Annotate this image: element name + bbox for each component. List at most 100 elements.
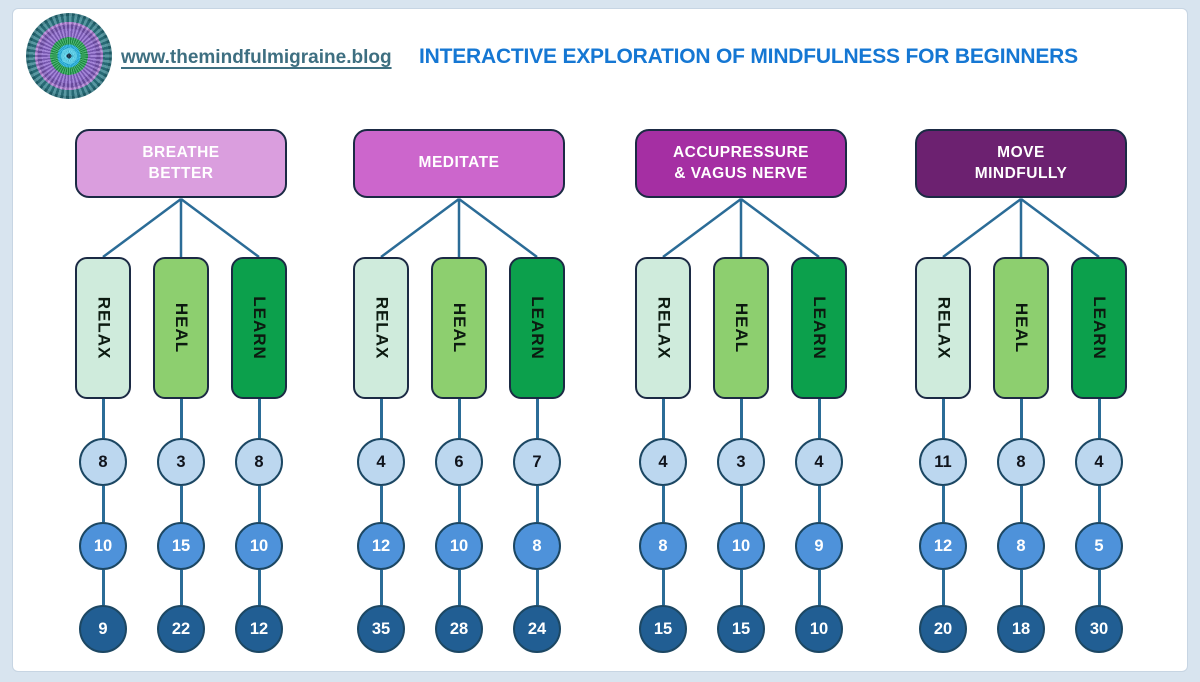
branch-box-learn[interactable]: LEARN bbox=[509, 257, 565, 399]
topic-column-breathe-better: BREATHE BETTER RELAX 8 10 9 HEAL 3 bbox=[75, 129, 287, 653]
value-circle-row1[interactable]: 8 bbox=[79, 438, 127, 486]
topic-box-meditate[interactable]: MEDITATE bbox=[353, 129, 565, 198]
value-circle-row1[interactable]: 3 bbox=[717, 438, 765, 486]
branch-box-learn[interactable]: LEARN bbox=[1071, 257, 1127, 399]
branch-label: LEARN bbox=[1090, 296, 1109, 360]
branch-heal: HEAL 3 10 15 bbox=[713, 257, 769, 653]
value-circle-row3[interactable]: 18 bbox=[997, 605, 1045, 653]
branch-label: HEAL bbox=[1012, 302, 1031, 354]
value-circle-row3[interactable]: 20 bbox=[919, 605, 967, 653]
value-circle-row1[interactable]: 3 bbox=[157, 438, 205, 486]
branch-box-learn[interactable]: LEARN bbox=[231, 257, 287, 399]
branch-box-heal[interactable]: HEAL bbox=[713, 257, 769, 399]
branches-row: RELAX 8 10 9 HEAL 3 15 22 LEARN 8 bbox=[75, 257, 287, 653]
connector-line bbox=[257, 570, 261, 605]
branch-label: HEAL bbox=[172, 302, 191, 354]
topic-title-line1: MEDITATE bbox=[418, 154, 500, 172]
branch-heal: HEAL 8 8 18 bbox=[993, 257, 1049, 653]
value-circle-row3[interactable]: 12 bbox=[235, 605, 283, 653]
connector-line bbox=[1019, 570, 1023, 605]
value-circle-row1[interactable]: 6 bbox=[435, 438, 483, 486]
value-circle-row2[interactable]: 8 bbox=[639, 522, 687, 570]
value-circle-row2[interactable]: 9 bbox=[795, 522, 843, 570]
connector-fan bbox=[380, 198, 538, 257]
value-circle-row2[interactable]: 10 bbox=[435, 522, 483, 570]
branches-row: RELAX 11 12 20 HEAL 8 8 18 LEARN 4 bbox=[915, 257, 1127, 653]
connector-line bbox=[457, 486, 461, 522]
branch-box-relax[interactable]: RELAX bbox=[75, 257, 131, 399]
value-circle-row2[interactable]: 5 bbox=[1075, 522, 1123, 570]
value-circle-row1[interactable]: 4 bbox=[1075, 438, 1123, 486]
connector-line bbox=[257, 486, 261, 522]
branch-box-relax[interactable]: RELAX bbox=[353, 257, 409, 399]
connector-fan bbox=[662, 198, 820, 257]
branch-relax: RELAX 4 12 35 bbox=[353, 257, 409, 653]
value-circle-row1[interactable]: 4 bbox=[357, 438, 405, 486]
topic-column-move-mindfully: MOVE MINDFULLY RELAX 11 12 20 HEAL 8 bbox=[915, 129, 1127, 653]
value-circle-row1[interactable]: 8 bbox=[997, 438, 1045, 486]
topic-box-accupressure[interactable]: ACCUPRESSURE & VAGUS NERVE bbox=[635, 129, 847, 198]
page-title: INTERACTIVE EXPLORATION OF MINDFULNESS F… bbox=[419, 45, 1078, 68]
connector-line bbox=[817, 570, 821, 605]
value-circle-row2[interactable]: 12 bbox=[919, 522, 967, 570]
connector-line bbox=[817, 486, 821, 522]
value-circle-row2[interactable]: 8 bbox=[513, 522, 561, 570]
topic-title-line1: BREATHE bbox=[142, 144, 220, 162]
topic-column-meditate: MEDITATE RELAX 4 12 35 HEAL 6 bbox=[353, 129, 565, 653]
value-circle-row3[interactable]: 28 bbox=[435, 605, 483, 653]
connector-line bbox=[1097, 399, 1101, 438]
value-circle-row3[interactable]: 22 bbox=[157, 605, 205, 653]
branch-label: RELAX bbox=[94, 296, 113, 360]
branch-box-heal[interactable]: HEAL bbox=[431, 257, 487, 399]
topic-title-line2: BETTER bbox=[148, 164, 214, 182]
value-circle-row1[interactable]: 11 bbox=[919, 438, 967, 486]
value-circle-row3[interactable]: 30 bbox=[1075, 605, 1123, 653]
connector-line bbox=[379, 486, 383, 522]
value-circle-row3[interactable]: 9 bbox=[79, 605, 127, 653]
value-circle-row3[interactable]: 15 bbox=[639, 605, 687, 653]
branch-box-relax[interactable]: RELAX bbox=[915, 257, 971, 399]
branch-label: HEAL bbox=[450, 302, 469, 354]
topic-box-breathe-better[interactable]: BREATHE BETTER bbox=[75, 129, 287, 198]
value-circle-row1[interactable]: 7 bbox=[513, 438, 561, 486]
connector-line bbox=[379, 570, 383, 605]
value-circle-row2[interactable]: 10 bbox=[235, 522, 283, 570]
branch-label: LEARN bbox=[250, 296, 269, 360]
branch-label: RELAX bbox=[934, 296, 953, 360]
value-circle-row1[interactable]: 8 bbox=[235, 438, 283, 486]
branch-box-heal[interactable]: HEAL bbox=[993, 257, 1049, 399]
value-circle-row3[interactable]: 35 bbox=[357, 605, 405, 653]
connector-line bbox=[535, 399, 539, 438]
value-circle-row3[interactable]: 15 bbox=[717, 605, 765, 653]
connector-line bbox=[817, 399, 821, 438]
value-circle-row3[interactable]: 24 bbox=[513, 605, 561, 653]
connector-line bbox=[739, 486, 743, 522]
branch-relax: RELAX 8 10 9 bbox=[75, 257, 131, 653]
value-circle-row2[interactable]: 15 bbox=[157, 522, 205, 570]
connector-line bbox=[379, 399, 383, 438]
topic-box-move-mindfully[interactable]: MOVE MINDFULLY bbox=[915, 129, 1127, 198]
topic-title-line1: MOVE bbox=[997, 144, 1045, 162]
value-circle-row2[interactable]: 8 bbox=[997, 522, 1045, 570]
value-circle-row2[interactable]: 10 bbox=[717, 522, 765, 570]
value-circle-row1[interactable]: 4 bbox=[639, 438, 687, 486]
website-link[interactable]: www.themindfulmigraine.blog bbox=[121, 47, 392, 68]
branch-box-heal[interactable]: HEAL bbox=[153, 257, 209, 399]
branch-box-relax[interactable]: RELAX bbox=[635, 257, 691, 399]
connector-line bbox=[101, 486, 105, 522]
connector-line bbox=[661, 486, 665, 522]
topic-title-line2: MINDFULLY bbox=[974, 164, 1068, 182]
connector-line bbox=[941, 399, 945, 438]
value-circle-row2[interactable]: 10 bbox=[79, 522, 127, 570]
value-circle-row1[interactable]: 4 bbox=[795, 438, 843, 486]
branch-label: LEARN bbox=[528, 296, 547, 360]
topic-title-line1: ACCUPRESSURE bbox=[672, 144, 810, 162]
connector-line bbox=[535, 570, 539, 605]
branch-label: HEAL bbox=[732, 302, 751, 354]
branch-box-learn[interactable]: LEARN bbox=[791, 257, 847, 399]
value-circle-row2[interactable]: 12 bbox=[357, 522, 405, 570]
connector-line bbox=[179, 399, 183, 438]
connector-line bbox=[941, 486, 945, 522]
connector-fan bbox=[102, 198, 260, 257]
value-circle-row3[interactable]: 10 bbox=[795, 605, 843, 653]
